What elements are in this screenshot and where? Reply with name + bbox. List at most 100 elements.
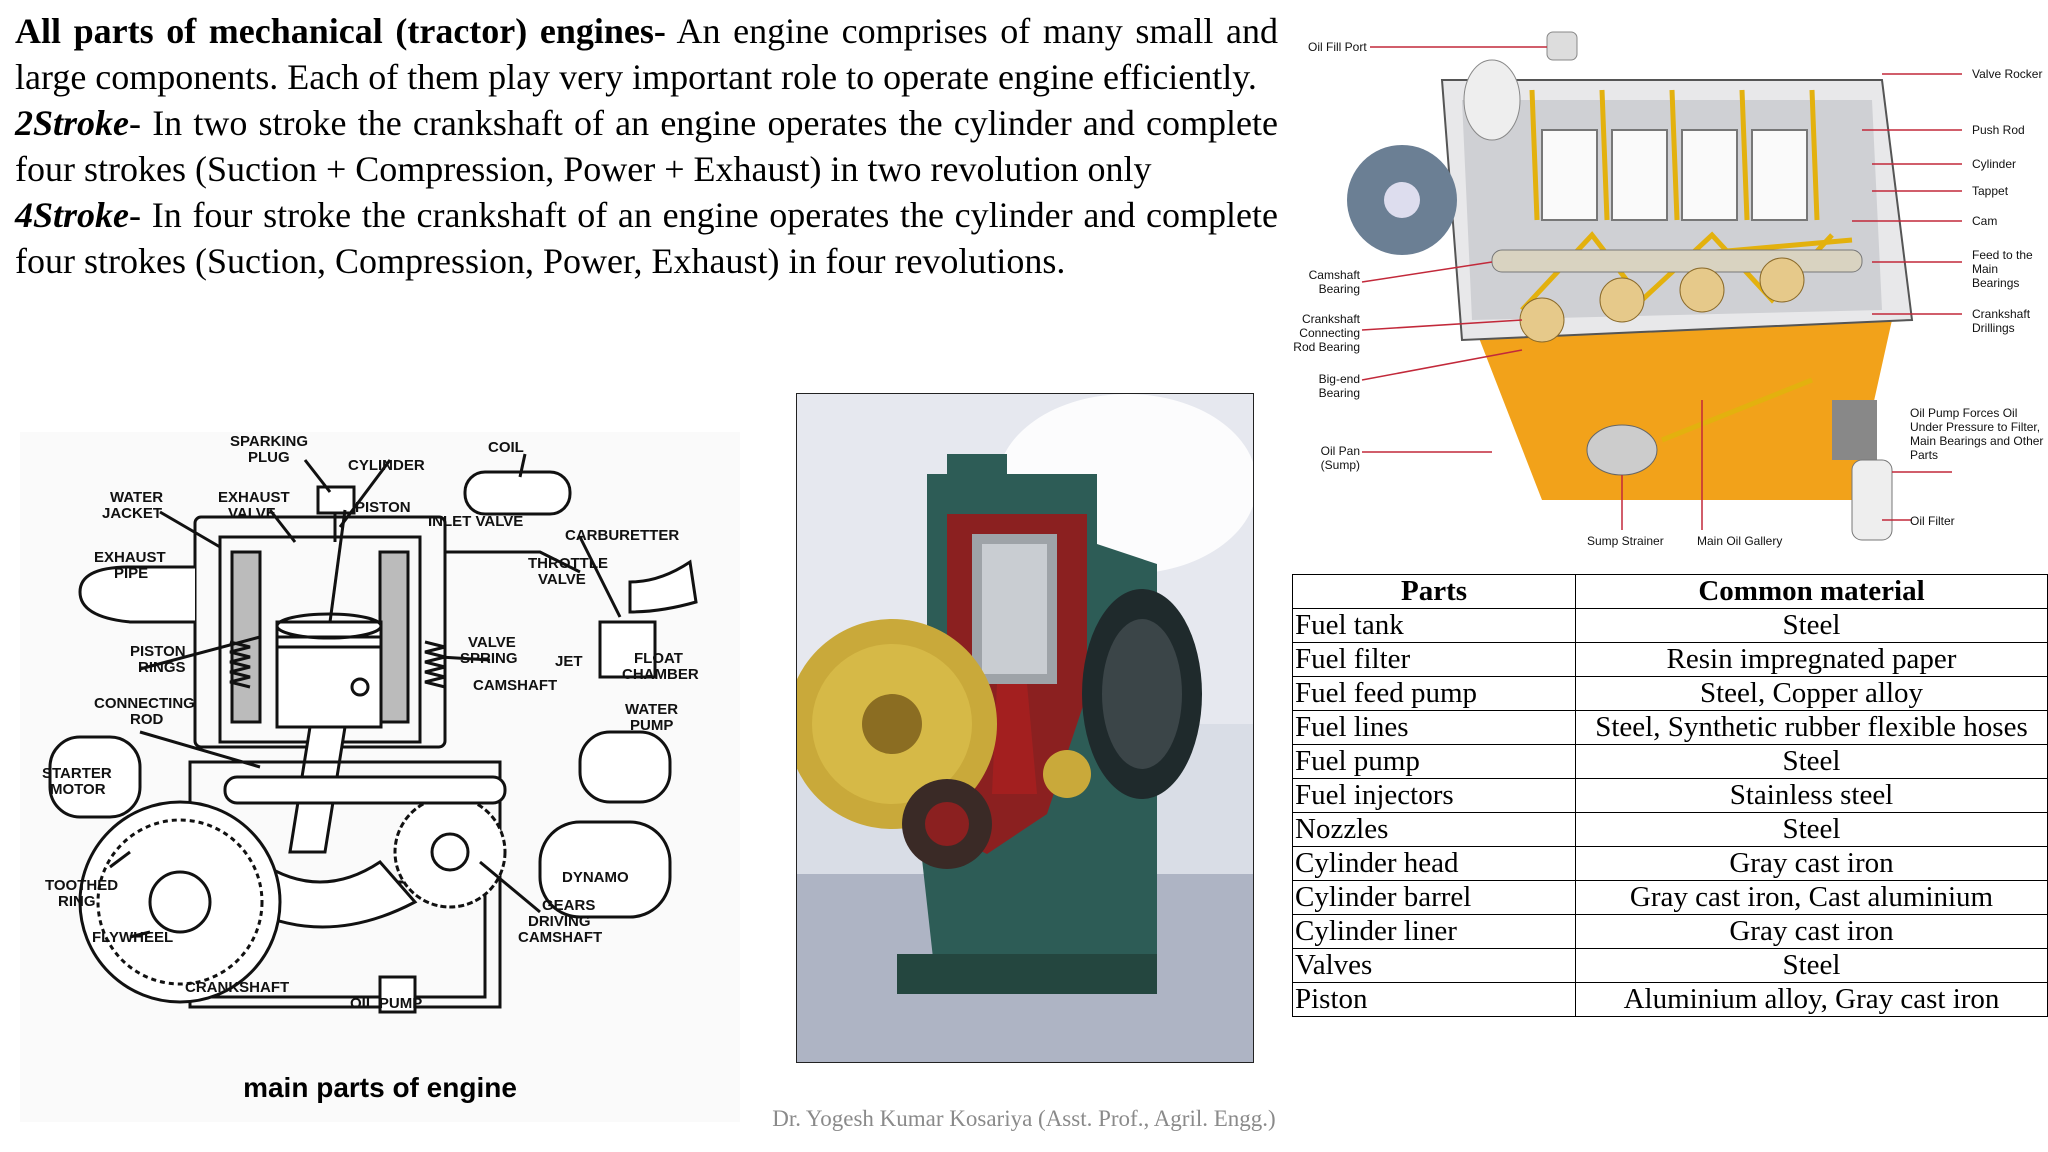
four-stroke-paragraph: 4Stroke- In four stroke the crankshaft o… bbox=[15, 192, 1278, 284]
svg-text:JET: JET bbox=[555, 653, 583, 670]
svg-text:EXHAUST: EXHAUST bbox=[94, 549, 166, 566]
material-cell: Aluminium alloy, Gray cast iron bbox=[1575, 982, 2048, 1017]
svg-text:RINGS: RINGS bbox=[138, 659, 186, 676]
material-cell: Steel, Synthetic rubber flexible hoses bbox=[1575, 710, 2048, 745]
label-oil-fill-port: Oil Fill Port bbox=[1308, 40, 1367, 54]
svg-text:DYNAMO: DYNAMO bbox=[562, 869, 629, 886]
svg-text:CONNECTING: CONNECTING bbox=[94, 695, 195, 712]
part-cell: Fuel injectors bbox=[1292, 778, 1576, 813]
svg-text:SPARKING: SPARKING bbox=[230, 433, 308, 450]
part-cell: Cylinder barrel bbox=[1292, 880, 1576, 915]
drawing-caption: main parts of engine bbox=[243, 1072, 517, 1103]
part-cell: Fuel lines bbox=[1292, 710, 1576, 745]
label-crank-conn-rod-bearing: Crankshaft Connecting Rod Bearing bbox=[1293, 312, 1360, 354]
svg-text:OIL PUMP: OIL PUMP bbox=[350, 995, 422, 1012]
intro-body: An engine comprises of many small and la… bbox=[15, 11, 1278, 97]
four-stroke-term: 4Stroke bbox=[15, 195, 130, 235]
svg-text:CHAMBER: CHAMBER bbox=[622, 666, 699, 683]
svg-text:CAMSHAFT: CAMSHAFT bbox=[518, 929, 602, 946]
label-oil-pump-forces: Oil Pump Forces Oil Under Pressure to Fi… bbox=[1910, 406, 2044, 462]
svg-text:CAMSHAFT: CAMSHAFT bbox=[473, 677, 557, 694]
label-crankshaft-drillings: Crankshaft Drillings bbox=[1972, 307, 2031, 335]
part-cell: Fuel tank bbox=[1292, 608, 1576, 643]
svg-text:FLOAT: FLOAT bbox=[634, 650, 683, 667]
label-valve-rocker: Valve Rocker bbox=[1972, 67, 2043, 81]
svg-text:CYLINDER: CYLINDER bbox=[348, 457, 425, 474]
label-cylinder: Cylinder bbox=[1972, 157, 2017, 171]
intro-heading: All parts of mechanical (tractor) engine… bbox=[15, 11, 666, 51]
material-cell: Steel bbox=[1575, 948, 2048, 983]
intro-paragraph: All parts of mechanical (tractor) engine… bbox=[15, 8, 1278, 100]
part-cell: Cylinder head bbox=[1292, 846, 1576, 881]
material-cell: Steel bbox=[1575, 608, 2048, 643]
svg-text:MOTOR: MOTOR bbox=[50, 781, 106, 798]
engine-lubrication-cutaway: Oil Fill Port Valve Rocker Push Rod Cyli… bbox=[1292, 20, 2048, 560]
svg-text:ROD: ROD bbox=[130, 711, 164, 728]
svg-text:STARTER: STARTER bbox=[42, 765, 112, 782]
svg-text:WATER: WATER bbox=[110, 489, 163, 506]
label-camshaft-bearing: Camshaft Bearing bbox=[1308, 268, 1360, 296]
material-cell: Stainless steel bbox=[1575, 778, 2048, 813]
svg-text:CARBURETTER: CARBURETTER bbox=[565, 527, 679, 544]
svg-text:CRANKSHAFT: CRANKSHAFT bbox=[185, 979, 289, 996]
material-cell: Resin impregnated paper bbox=[1575, 642, 2048, 677]
label-oil-filter: Oil Filter bbox=[1910, 514, 1955, 528]
svg-text:GEARS: GEARS bbox=[542, 897, 595, 914]
material-cell: Steel bbox=[1575, 744, 2048, 779]
svg-text:SPRING: SPRING bbox=[460, 650, 518, 667]
label-big-end-bearing: Big-end Bearing bbox=[1318, 372, 1360, 400]
svg-text:VALVE: VALVE bbox=[538, 571, 586, 588]
svg-text:INLET VALVE: INLET VALVE bbox=[428, 513, 523, 530]
label-push-rod: Push Rod bbox=[1972, 123, 2025, 137]
table-header-row: Parts Common material bbox=[1292, 574, 2048, 609]
svg-text:PIPE: PIPE bbox=[114, 565, 148, 582]
footer-author: Dr. Yogesh Kumar Kosariya (Asst. Prof., … bbox=[772, 1106, 1276, 1131]
part-cell: Piston bbox=[1292, 982, 1576, 1017]
svg-text:FLYWHEEL: FLYWHEEL bbox=[92, 929, 173, 946]
label-cam: Cam bbox=[1972, 214, 1998, 228]
svg-text:PISTON: PISTON bbox=[130, 643, 186, 660]
part-cell: Nozzles bbox=[1292, 812, 1576, 847]
svg-text:JACKET: JACKET bbox=[102, 505, 162, 522]
svg-text:PISTON: PISTON bbox=[355, 499, 411, 516]
part-cell: Fuel filter bbox=[1292, 642, 1576, 677]
material-cell: Gray cast iron bbox=[1575, 914, 2048, 949]
svg-text:RING: RING bbox=[58, 893, 96, 910]
svg-text:THROTTLE: THROTTLE bbox=[528, 555, 608, 572]
header-parts: Parts bbox=[1292, 574, 1576, 609]
label-tappet: Tappet bbox=[1972, 184, 2009, 198]
two-stroke-body: - In two stroke the crankshaft of an eng… bbox=[15, 103, 1278, 189]
intro-text: All parts of mechanical (tractor) engine… bbox=[15, 8, 1278, 284]
svg-text:WATER: WATER bbox=[625, 701, 678, 718]
label-main-oil-gallery: Main Oil Gallery bbox=[1697, 534, 1783, 548]
material-cell: Steel bbox=[1575, 812, 2048, 847]
svg-text:COIL: COIL bbox=[488, 439, 524, 456]
four-stroke-body: - In four stroke the crankshaft of an en… bbox=[15, 195, 1278, 281]
svg-text:PUMP: PUMP bbox=[630, 717, 673, 734]
svg-text:VALVE: VALVE bbox=[468, 634, 516, 651]
cutaway-illustration bbox=[1347, 31, 1962, 541]
label-sump-strainer: Sump Strainer bbox=[1587, 534, 1664, 548]
label-feed-main-bearings: Feed to the Main Bearings bbox=[1972, 248, 2033, 290]
material-cell: Gray cast iron bbox=[1575, 846, 2048, 881]
two-stroke-paragraph: 2Stroke- In two stroke the crankshaft of… bbox=[15, 100, 1278, 192]
part-cell: Cylinder liner bbox=[1292, 914, 1576, 949]
svg-text:VALVE: VALVE bbox=[228, 505, 276, 522]
engine-cutaway-photo bbox=[796, 393, 1254, 1063]
part-cell: Valves bbox=[1292, 948, 1576, 983]
engine-drawing-svg: SPARKING PLUG CYLINDER COIL WATER JACKET… bbox=[42, 433, 699, 1014]
two-stroke-term: 2Stroke bbox=[15, 103, 130, 143]
svg-text:EXHAUST: EXHAUST bbox=[218, 489, 290, 506]
part-cell: Fuel pump bbox=[1292, 744, 1576, 779]
